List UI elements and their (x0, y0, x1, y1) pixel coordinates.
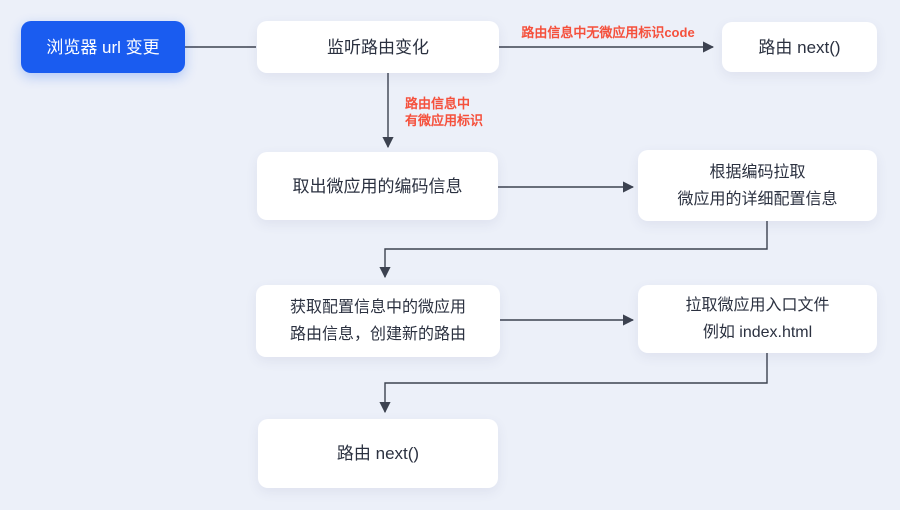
node-extract-app-code: 取出微应用的编码信息 (257, 152, 498, 220)
node-route-next-bottom: 路由 next() (258, 419, 498, 488)
node-label-line2: 微应用的详细配置信息 (677, 190, 838, 208)
node-fetch-app-config: 根据编码拉取 微应用的详细配置信息 (638, 150, 877, 221)
edge-label-line2: 有微应用标识 (405, 113, 484, 128)
node-label: 取出微应用的编码信息 (292, 176, 463, 196)
edge-fetch-config-to-create-route (379, 221, 768, 279)
node-label: 路由 next() (336, 444, 420, 463)
node-label-line2: 例如 index.html (702, 324, 813, 341)
node-browser-url-change: 浏览器 url 变更 (21, 21, 185, 73)
node-label-line1: 拉取微应用入口文件 (685, 297, 830, 314)
node-label-line1: 根据编码拉取 (709, 163, 806, 181)
node-label-line1: 获取配置信息中的微应用 (289, 299, 466, 316)
node-label: 浏览器 url 变更 (46, 37, 160, 57)
node-route-next-top: 路由 next() (722, 22, 877, 72)
node-label: 路由 next() (758, 37, 841, 57)
node-label: 监听路由变化 (327, 37, 429, 57)
node-create-new-route: 获取配置信息中的微应用 路由信息，创建新的路由 (256, 285, 500, 357)
node-fetch-entry-file: 拉取微应用入口文件 例如 index.html (638, 285, 877, 353)
edge-label-line1: 路由信息中 (405, 96, 471, 111)
node-listen-route-change: 监听路由变化 (257, 21, 499, 73)
edge-label-has-micro-app-id: 路由信息中 有微应用标识 (405, 95, 483, 129)
edge-label-no-micro-app-code: 路由信息中无微应用标识code (521, 25, 695, 40)
edge-fetch-entry-to-next-bottom (379, 353, 768, 414)
node-label-line2: 路由信息，创建新的路由 (289, 326, 466, 343)
